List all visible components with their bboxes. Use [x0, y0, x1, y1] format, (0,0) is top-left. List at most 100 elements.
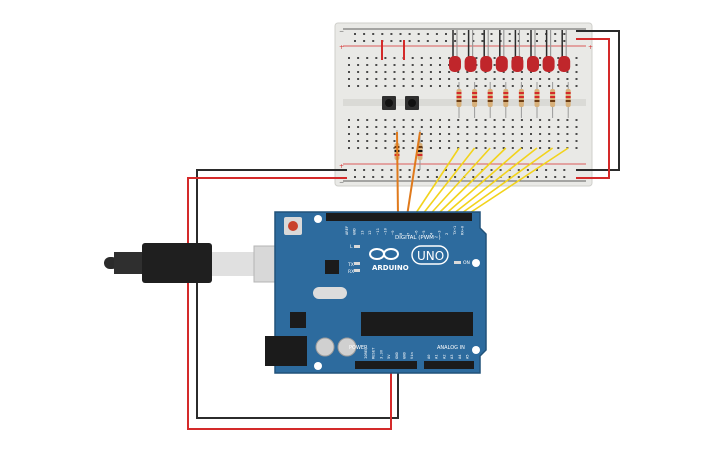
resistor[interactable] — [565, 82, 571, 118]
model-badge — [411, 245, 449, 265]
led[interactable] — [542, 30, 555, 72]
led[interactable] — [527, 30, 539, 72]
resistor[interactable] — [456, 82, 462, 118]
tx-led — [354, 262, 360, 265]
digital-header — [326, 213, 472, 221]
led[interactable] — [449, 30, 461, 72]
rail-plus-label-right: + — [588, 44, 593, 51]
power-jack[interactable] — [265, 336, 307, 366]
wire-black[interactable] — [576, 30, 620, 171]
resistor[interactable] — [550, 82, 556, 118]
model-label: UNO — [417, 249, 444, 263]
usb-chip — [325, 260, 339, 274]
power-pin-label: GND — [394, 351, 399, 359]
digital-pin-label: RX←0 — [460, 225, 465, 235]
analog-header — [424, 361, 474, 369]
wire-orange[interactable] — [406, 131, 421, 217]
wire-yellow[interactable] — [420, 147, 476, 217]
atmega-chip — [361, 312, 473, 336]
usb-cable[interactable] — [104, 243, 301, 283]
analog-pin-label: A0 — [426, 354, 431, 359]
led[interactable] — [464, 30, 477, 72]
brand-label: ARDUINO — [372, 264, 409, 272]
reset-button-cap — [288, 221, 298, 231]
digital-pin-label: 8 — [398, 232, 403, 235]
wire-yellow[interactable] — [464, 147, 569, 217]
crystal — [313, 287, 347, 299]
on-label: ON — [463, 260, 470, 266]
tx-label: TX — [347, 262, 354, 268]
rx-label: RX — [348, 269, 354, 275]
wire-yellow[interactable] — [413, 147, 460, 217]
digital-pin-label: 4 — [429, 232, 434, 235]
rail-minus-label-bottom: − — [339, 179, 344, 186]
push-button[interactable] — [382, 96, 396, 110]
digital-pin-label: GND — [352, 227, 357, 235]
wire-black-gnd[interactable] — [196, 169, 399, 419]
resistor[interactable] — [534, 82, 540, 118]
regulator — [290, 312, 306, 328]
arduino-uno-board[interactable]: DIGITAL (PWM~) POWER ANALOG IN TX RX L O… — [265, 211, 487, 374]
analog-header-label: ANALOG IN — [437, 345, 465, 351]
digital-pin-label: ~6 — [413, 230, 418, 235]
power-pin-label: GND — [402, 351, 407, 359]
led[interactable] — [480, 30, 493, 72]
analog-pin-label: A4 — [457, 354, 462, 359]
digital-header-label: DIGITAL (PWM~) — [395, 235, 441, 241]
digital-pin-label: TX→1 — [452, 225, 457, 235]
resistor[interactable] — [518, 82, 524, 118]
on-led — [454, 261, 461, 264]
digital-pin-label: 12 — [367, 230, 372, 235]
digital-pin-label: ~5 — [421, 230, 426, 235]
power-pin-label: Vin — [409, 352, 414, 359]
led[interactable] — [558, 30, 571, 72]
wire-orange[interactable] — [396, 131, 399, 217]
l-label: L — [350, 244, 353, 250]
arduino-logo-icon — [369, 248, 399, 260]
resistor[interactable] — [503, 82, 509, 118]
capacitor — [315, 337, 335, 357]
digital-pin-label: AREF — [344, 225, 349, 235]
rail-minus-label: − — [339, 28, 344, 35]
wire-red[interactable] — [576, 38, 610, 179]
power-header-label: POWER — [349, 345, 368, 351]
digital-pin-label: ~3 — [436, 230, 441, 235]
led-group — [449, 30, 571, 72]
rail-plus-label-bottom: + — [339, 163, 344, 170]
digital-pin-label: ~9 — [390, 230, 395, 235]
power-pin-label: RESET — [371, 347, 376, 359]
wire-yellow[interactable] — [442, 147, 522, 217]
power-pin-label: 5V — [386, 354, 391, 359]
power-pin-label: 3.3V — [378, 349, 383, 359]
digital-pin-label: ~11 — [375, 227, 380, 235]
digital-pin-label: ~10 — [383, 227, 388, 235]
led[interactable] — [511, 30, 524, 72]
analog-pin-label: A5 — [465, 354, 470, 359]
l-led — [354, 245, 360, 248]
led[interactable] — [495, 30, 508, 72]
digital-pin-label: 2 — [444, 233, 449, 235]
wire-yellow[interactable] — [435, 147, 507, 217]
digital-pin-label: 13 — [359, 230, 364, 235]
rx-led — [354, 269, 360, 272]
wire-yellow-group — [413, 147, 569, 217]
rail-plus-label: + — [339, 44, 344, 51]
push-button[interactable] — [405, 96, 419, 110]
wire-yellow[interactable] — [457, 147, 554, 217]
wire-red-5v[interactable] — [187, 177, 392, 430]
wire-yellow[interactable] — [428, 147, 491, 217]
resistor-group — [456, 82, 571, 118]
power-pin-label: IOREF — [363, 347, 368, 359]
analog-pin-label: A2 — [441, 354, 446, 359]
resistor[interactable] — [472, 82, 478, 118]
wire-yellow[interactable] — [450, 147, 538, 217]
digital-pin-label: 7 — [406, 233, 411, 235]
capacitor — [337, 337, 357, 357]
resistor[interactable] — [487, 82, 493, 118]
analog-pin-label: A1 — [434, 354, 439, 359]
analog-pin-label: A3 — [449, 354, 454, 359]
